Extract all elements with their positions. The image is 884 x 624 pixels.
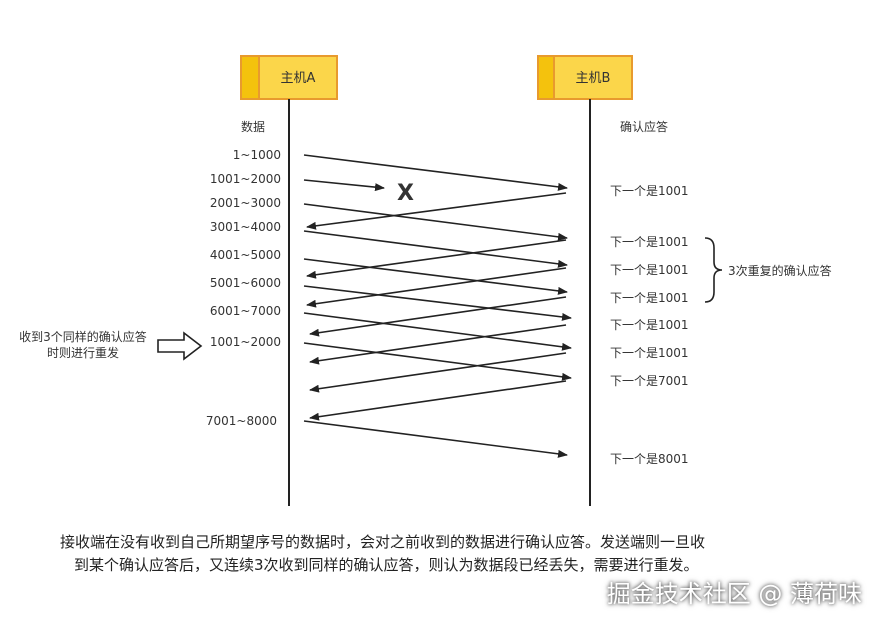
data-label: 1001~2000 [210,172,281,186]
retransmit-data-arrow [303,342,572,381]
ack-label: 下一个是1001 [610,318,689,332]
ack-label: 下一个是1001 [610,235,689,249]
data-labels: 1~1000 1001~2000 2001~3000 3001~4000 400… [206,148,281,428]
data-arrow [303,258,568,295]
duplicate-ack-note: 3次重复的确认应答 [728,263,832,278]
host-b-box: 主机B [537,55,633,100]
caption: 接收端在没有收到自己所期望序号的数据时，会对之前收到的数据进行确认应答。发送端则… [60,531,820,577]
data-label: 2001~3000 [210,196,281,210]
data-arrow [303,154,568,191]
ack-label: 下一个是1001 [610,263,689,277]
data-arrow [303,420,568,458]
ack-arrow [306,239,567,279]
ack-arrows [306,192,567,421]
ack-column-header: 确认应答 [620,119,668,134]
data-arrow [303,203,568,241]
duplicate-ack-brace [704,237,723,303]
data-arrow [303,285,572,321]
retransmit-note-line1: 收到3个同样的确认应答 [19,329,147,344]
ack-label: 下一个是1001 [610,346,689,360]
data-label: 1~1000 [233,148,281,162]
caption-line1: 接收端在没有收到自己所期望序号的数据时，会对之前收到的数据进行确认应答。发送端则… [60,533,706,551]
data-label: 4001~5000 [210,248,281,262]
data-label: 3001~4000 [210,220,281,234]
host-a-box: 主机A [240,55,338,100]
hollow-arrow-icon [157,331,203,361]
retransmit-note-line2: 时则进行重发 [47,345,119,360]
data-arrow [303,312,572,351]
lost-packet-marker: X [397,181,414,206]
watermark: 掘金技术社区 @ 薄荷味 [606,580,862,608]
ack-label: 下一个是1001 [610,184,689,198]
host-a-label: 主机A [281,71,316,86]
ack-arrow [309,352,567,393]
ack-arrow [309,380,567,421]
data-label: 7001~8000 [206,414,277,428]
host-b-label: 主机B [576,71,611,86]
lost-data-arrow [303,179,385,192]
data-label: 6001~7000 [210,304,281,318]
ack-labels: 下一个是1001 下一个是1001 下一个是1001 下一个是1001 下一个是… [610,184,689,466]
ack-label: 下一个是1001 [610,291,689,305]
ack-arrow [309,324,567,365]
data-arrows [303,154,572,458]
caption-line2: 到某个确认应答后，又连续3次收到同样的确认应答，则认为数据段已经丢失，需要进行重… [74,556,699,574]
data-column-header: 数据 [241,119,265,134]
ack-label: 下一个是8001 [610,452,689,466]
ack-arrow [306,192,567,230]
retransmit-data-label: 1001~2000 [210,335,281,349]
ack-arrow [309,296,567,337]
ack-label: 下一个是7001 [610,374,689,388]
data-arrow [303,230,568,268]
ack-arrow [306,267,567,308]
data-label: 5001~6000 [210,276,281,290]
